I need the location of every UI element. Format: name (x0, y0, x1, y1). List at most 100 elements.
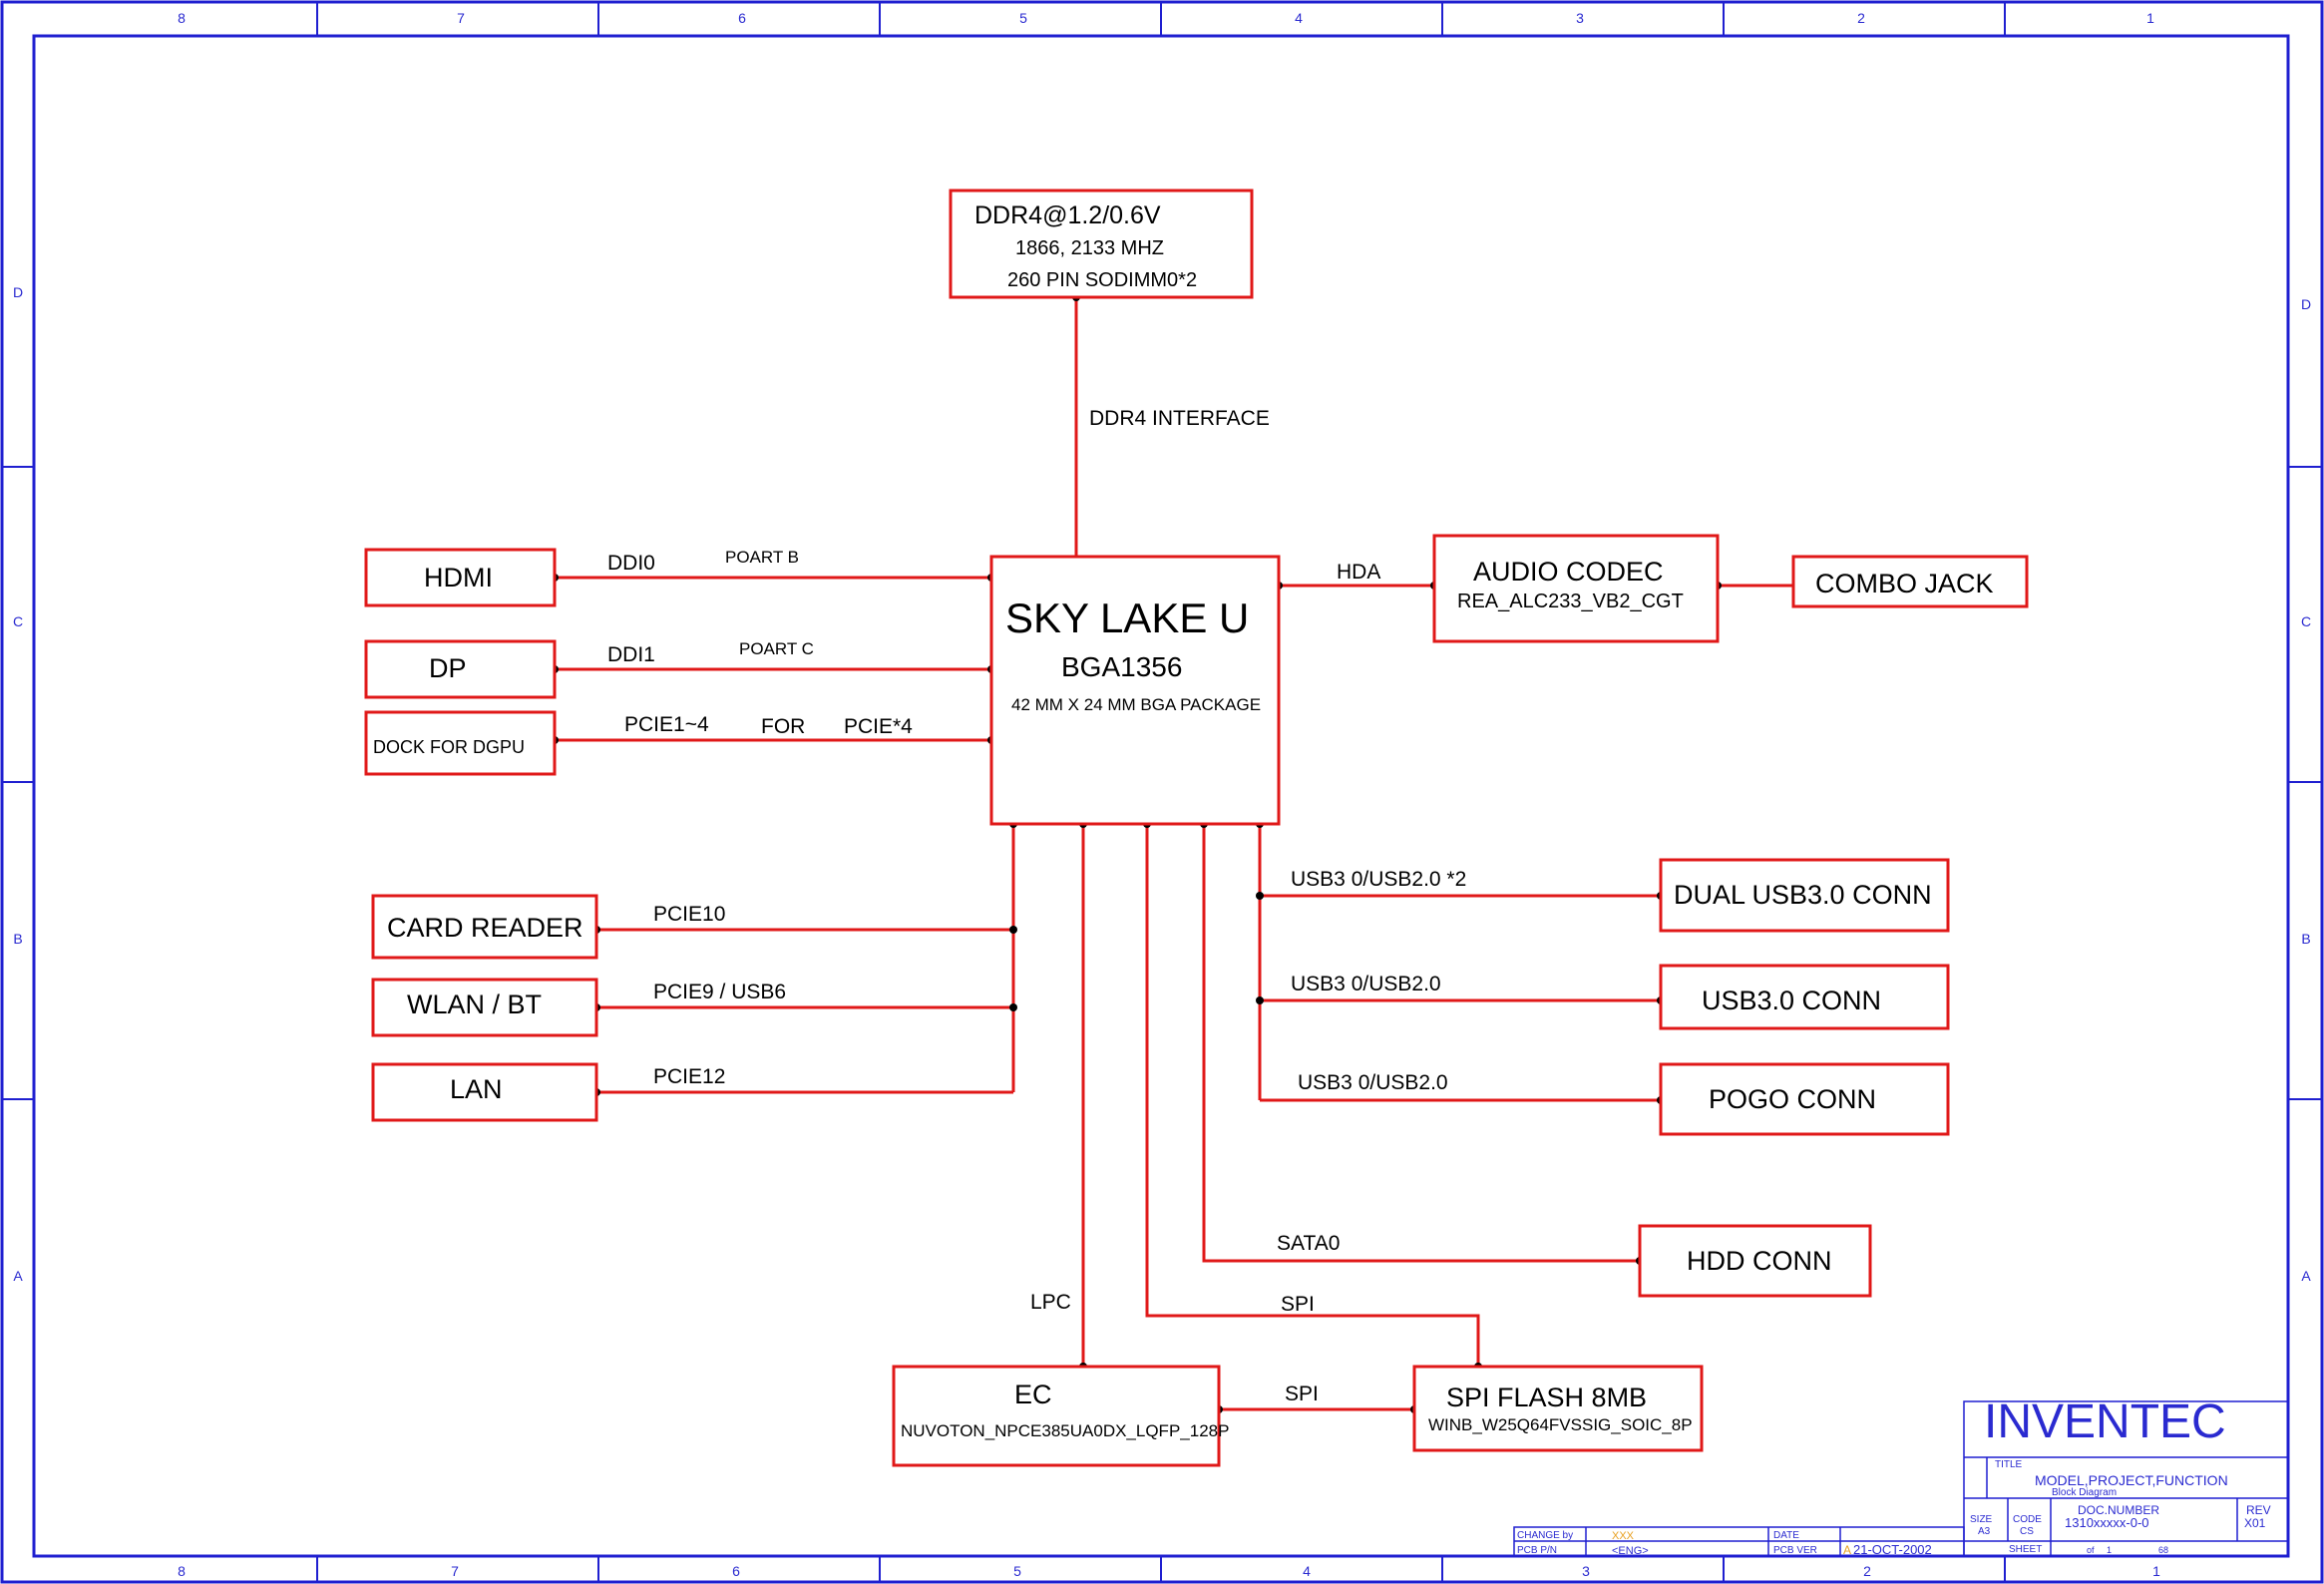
subtitle-value: Block Diagram (2052, 1487, 2117, 1498)
label-ddi0: DDI0 (607, 552, 655, 575)
dual-usb3-conn-block[interactable]: DUAL USB3.0 CONN (1659, 858, 1950, 933)
dock-block[interactable]: DOCK FOR DGPU (364, 710, 557, 776)
usb3-conn-block[interactable]: USB3.0 CONN (1659, 964, 1950, 1030)
label-ddr4-interface: DDR4 INTERFACE (1089, 407, 1270, 430)
ec-block[interactable]: EC NUVOTON_NPCE385UA0DX_LQFP_128P (892, 1365, 1229, 1467)
wires (555, 297, 1793, 1411)
label-usb-2: USB3 0/USB2.0 (1291, 973, 1441, 995)
frame-row-labels-right: D C B A (2301, 296, 2311, 1284)
col-label: 3 (1582, 1563, 1590, 1579)
col-label: 6 (732, 1563, 740, 1579)
company-name: INVENTEC (1984, 1395, 2226, 1448)
change-by-label: CHANGE by (1517, 1530, 1573, 1541)
ec-title: EC (1014, 1380, 1052, 1409)
col-label: 4 (1303, 1563, 1311, 1579)
spi-flash-part: WINB_W25Q64FVSSIG_SOIC_8P (1428, 1415, 1693, 1434)
ddr4-block[interactable]: DDR4@1.2/0.6V 1866, 2133 MHZ 260 PIN SOD… (949, 189, 1254, 299)
ec-part: NUVOTON_NPCE385UA0DX_LQFP_128P (901, 1421, 1229, 1440)
label-pcie12: PCIE12 (653, 1065, 725, 1088)
label-pcie-x4: PCIE*4 (844, 715, 913, 738)
ddr4-package: 260 PIN SODIMM0*2 (1007, 269, 1197, 291)
dock-label: DOCK FOR DGPU (373, 737, 525, 757)
row-label: A (13, 1268, 23, 1284)
size-value: A3 (1978, 1526, 1991, 1537)
sheet-label: SHEET (2009, 1544, 2042, 1555)
row-label: A (2301, 1268, 2311, 1284)
label-for: FOR (761, 715, 805, 738)
dp-label: DP (429, 653, 467, 683)
title-block: INVENTEC TITLE MODEL,PROJECT,FUNCTION Bl… (1513, 1395, 2289, 1557)
of-label: of (2087, 1545, 2095, 1555)
rev-label: REV (2246, 1503, 2271, 1517)
pcb-ver-label: PCB VER (1773, 1545, 1817, 1556)
label-usb-1: USB3 0/USB2.0 *2 (1291, 868, 1466, 891)
usb3-conn-label: USB3.0 CONN (1702, 986, 1881, 1015)
label-pcie1-4: PCIE1~4 (624, 713, 709, 736)
cpu-block[interactable]: SKY LAKE U BGA1356 42 MM X 24 MM BGA PAC… (989, 555, 1281, 826)
label-spi-cpu: SPI (1281, 1293, 1315, 1316)
label-poart-b: POART B (725, 548, 799, 567)
row-label: C (13, 613, 23, 629)
date-value: 21-OCT-2002 (1853, 1542, 1932, 1557)
sheet-value: 1 (2107, 1545, 2112, 1555)
audio-codec-title: AUDIO CODEC (1473, 557, 1664, 587)
wlan-bt-block[interactable]: WLAN / BT (371, 978, 598, 1037)
col-label: 7 (451, 1563, 459, 1579)
pogo-conn-label: POGO CONN (1709, 1084, 1876, 1114)
label-pcie10: PCIE10 (653, 903, 725, 926)
label-hda: HDA (1337, 561, 1380, 584)
frame-column-labels-top: 8 7 6 5 4 3 2 1 (178, 10, 2154, 26)
col-label: 5 (1019, 10, 1027, 26)
wire-spi-cpu (1145, 824, 1480, 1367)
wlan-bt-label: WLAN / BT (407, 990, 542, 1019)
size-label: SIZE (1970, 1514, 1993, 1525)
label-pcie9-usb6: PCIE9 / USB6 (653, 981, 786, 1003)
cpu-size: 42 MM X 24 MM BGA PACKAGE (1011, 695, 1261, 714)
frame-row-labels-left: D C B A (13, 284, 23, 1284)
dual-usb3-conn-label: DUAL USB3.0 CONN (1674, 880, 1932, 910)
combo-jack-block[interactable]: COMBO JACK (1791, 555, 2029, 608)
hdmi-label: HDMI (424, 563, 493, 593)
col-label: 1 (2146, 10, 2154, 26)
col-label: 8 (178, 10, 186, 26)
hdmi-block[interactable]: HDMI (364, 548, 557, 607)
audio-codec-part: REA_ALC233_VB2_CGT (1457, 591, 1684, 612)
change-by-value: XXX (1612, 1530, 1635, 1542)
col-label: 3 (1576, 10, 1584, 26)
audio-codec-block[interactable]: AUDIO CODEC REA_ALC233_VB2_CGT (1432, 534, 1720, 643)
ddr4-title: DDR4@1.2/0.6V (974, 201, 1161, 229)
lan-block[interactable]: LAN (371, 1062, 598, 1122)
pcb-pn-value: <ENG> (1612, 1545, 1649, 1557)
col-label: 8 (178, 1563, 186, 1579)
junction-dots (551, 293, 1722, 1413)
pcb-pn-label: PCB P/N (1517, 1545, 1557, 1556)
card-reader-block[interactable]: CARD READER (371, 894, 598, 960)
wire-sata (1202, 824, 1640, 1263)
col-label: 4 (1295, 10, 1303, 26)
label-usb-3: USB3 0/USB2.0 (1298, 1071, 1448, 1094)
cpu-package: BGA1356 (1061, 651, 1182, 682)
code-label: CODE (2013, 1514, 2042, 1525)
date-label: DATE (1773, 1530, 1799, 1541)
label-sata0: SATA0 (1277, 1232, 1340, 1255)
hdd-conn-label: HDD CONN (1687, 1246, 1832, 1276)
ddr4-speed: 1866, 2133 MHZ (1015, 237, 1164, 259)
code-value: CS (2020, 1526, 2034, 1537)
col-label: 7 (457, 10, 465, 26)
col-label: 2 (1863, 1563, 1871, 1579)
frame-column-labels-bottom: 8 7 6 5 4 3 2 1 (178, 1563, 2160, 1579)
col-label: 1 (2152, 1563, 2160, 1579)
pogo-conn-block[interactable]: POGO CONN (1659, 1062, 1950, 1136)
doc-number-label: DOC.NUMBER (2078, 1503, 2159, 1517)
rev-value: X01 (2244, 1516, 2266, 1530)
title-label: TITLE (1995, 1459, 2023, 1470)
cpu-title: SKY LAKE U (1005, 594, 1249, 641)
row-label: D (2301, 296, 2311, 312)
dp-block[interactable]: DP (364, 639, 557, 699)
row-label: C (2301, 613, 2311, 629)
pcb-ver-value: A (1843, 1543, 1851, 1557)
spi-flash-block[interactable]: SPI FLASH 8MB WINB_W25Q64FVSSIG_SOIC_8P (1412, 1365, 1704, 1452)
doc-number-value: 1310xxxxx-0-0 (2065, 1515, 2149, 1530)
hdd-conn-block[interactable]: HDD CONN (1638, 1224, 1872, 1298)
